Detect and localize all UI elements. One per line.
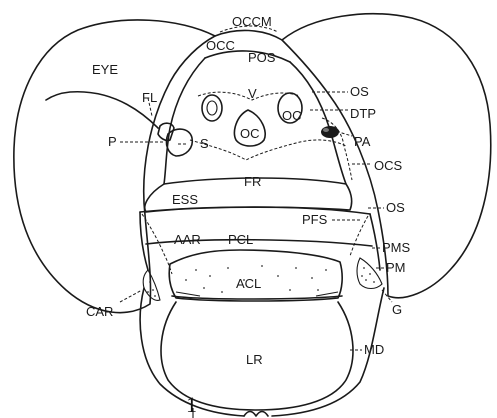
label-os-top: OS <box>350 84 369 99</box>
label-pms: PMS <box>382 240 411 255</box>
frontal-suture <box>190 140 346 160</box>
label-acl: ACL <box>236 276 261 291</box>
label-ess: ESS <box>172 192 198 207</box>
label-eye: EYE <box>92 62 118 77</box>
label-oc-mid: OC <box>240 126 260 141</box>
labrum-bar-inner-left <box>176 292 200 296</box>
label-v: V <box>248 86 257 101</box>
left-cardo-patch <box>143 270 160 300</box>
label-pfs: PFS <box>302 212 328 227</box>
antennal-socket <box>166 129 192 156</box>
vertex-left-side <box>164 58 205 184</box>
label-car: CAR <box>86 304 113 319</box>
left-ocellus <box>202 95 222 121</box>
label-pcl: PCL <box>228 232 253 247</box>
label-s: S <box>200 136 209 151</box>
mandible-tips <box>244 412 268 417</box>
label-p: P <box>108 134 117 149</box>
label-ocs: OCS <box>374 158 403 173</box>
label-pos: POS <box>248 50 276 65</box>
label-pa: PA <box>354 134 371 149</box>
pfs-dashed-right <box>350 216 368 256</box>
label-occm: OCCM <box>232 14 272 29</box>
label-fr: FR <box>244 174 261 189</box>
epistomal-suture <box>140 207 370 214</box>
clypeus-right-side <box>370 214 380 270</box>
label-lr: LR <box>246 352 263 367</box>
label-oc-right: OC <box>282 108 302 123</box>
figure-number: 1 <box>186 392 197 417</box>
label-os-right: OS <box>386 200 405 215</box>
label-g: G <box>392 302 402 317</box>
label-pm: PM <box>386 260 406 275</box>
label-fl: FL <box>142 90 157 105</box>
label-dtp: DTP <box>350 106 376 121</box>
labrum-bar-inner-right <box>316 292 338 296</box>
label-aar: AAR <box>174 232 201 247</box>
left-ocellus-inner <box>207 101 217 115</box>
label-occ: OCC <box>206 38 235 53</box>
right-pm-patch <box>357 258 382 289</box>
label-md: MD <box>364 342 384 357</box>
pit-highlight <box>323 128 329 132</box>
